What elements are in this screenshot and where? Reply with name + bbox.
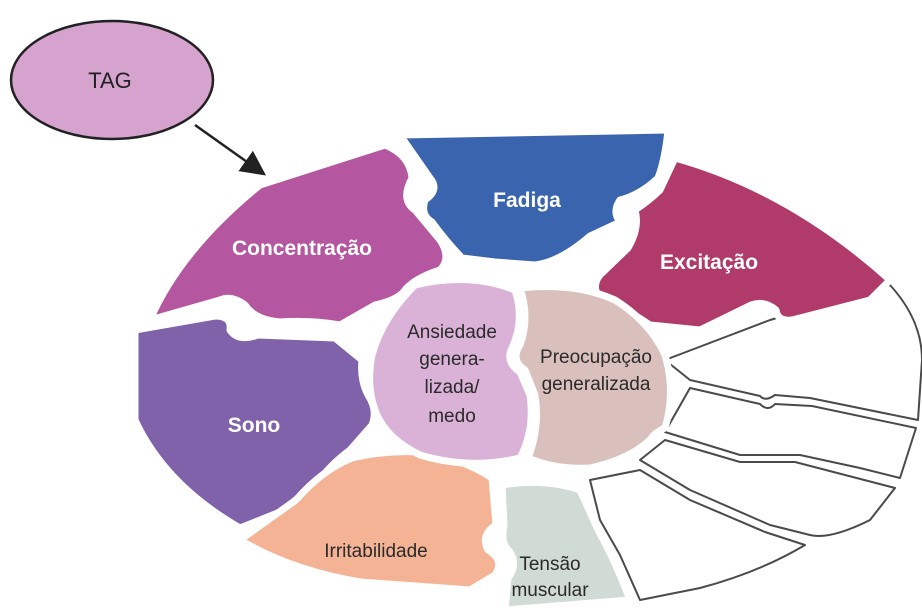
tag-label: TAG — [88, 68, 132, 93]
irritabilidade-label: Irritabilidade — [324, 541, 428, 562]
tag-arrow — [194, 123, 267, 176]
piece-sono-shape — [131, 312, 378, 532]
concentracao-label: Concentração — [232, 237, 372, 260]
piece-fadiga-shape — [396, 126, 672, 269]
outer-pieces — [131, 126, 894, 614]
tag-ellipse — [9, 19, 215, 141]
tensao-label-line-1: Tensão — [519, 554, 580, 575]
empty-piece-3 — [639, 439, 896, 537]
preocupacao-label-line-2: generalizada — [542, 374, 651, 395]
piece-excitacao-shape — [591, 154, 894, 334]
piece-tensao-shape — [498, 478, 634, 614]
preocupacao-label-line-1: Preocupação — [540, 347, 652, 368]
tag-bubble: TAG — [9, 19, 215, 141]
ansiedade-label-line-4: medo — [428, 406, 476, 427]
empty-piece-2 — [664, 387, 917, 479]
ansiedade-label-line-2: genera- — [419, 349, 485, 370]
sono-label: Sono — [228, 414, 281, 437]
empty-piece-4 — [589, 469, 806, 601]
excitacao-label: Excitação — [660, 251, 758, 274]
empty-piece-1 — [664, 284, 922, 421]
ansiedade-label-line-1: Ansiedade — [407, 322, 497, 343]
empty-pieces — [589, 284, 922, 601]
piece-preocupacao-shape — [512, 283, 674, 472]
center-pieces — [366, 276, 674, 472]
tensao-label-line-2: muscular — [511, 580, 589, 601]
piece-ansiedade-shape — [366, 276, 535, 467]
piece-concentracao-shape — [146, 141, 450, 329]
ansiedade-label-line-3: lizada/ — [425, 377, 481, 398]
fadiga-label: Fadiga — [493, 189, 561, 212]
piece-irritabilidade-shape — [236, 448, 503, 594]
